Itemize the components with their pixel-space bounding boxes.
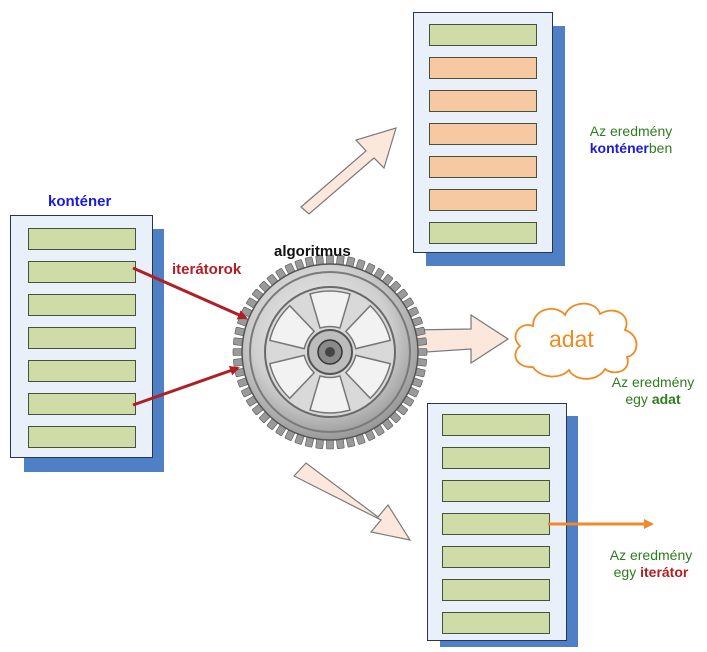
algorithm-label: algoritmus (274, 243, 351, 260)
result-container-cell (429, 156, 537, 178)
result-data-caption-line2: egy adat (603, 391, 703, 408)
iterator-arrow-2 (132, 365, 240, 407)
block-arrow-to-iterator (293, 462, 412, 541)
source-cell (28, 360, 136, 382)
result-iterator-cell (442, 414, 550, 436)
source-container-title: konténer (48, 193, 112, 210)
data-cloud-label: adat (549, 326, 594, 352)
result-container-cell (429, 24, 537, 46)
result-iterator-cell (442, 612, 550, 634)
result-container-cell (429, 189, 537, 211)
iterators-label: iterátorok (172, 261, 242, 278)
result-container-cell (429, 222, 537, 244)
result-container-cell (429, 57, 537, 79)
result-container-cell (429, 90, 537, 112)
result-container-word: konténer (589, 140, 649, 156)
source-cell (28, 228, 136, 250)
result-container-cell (429, 123, 537, 145)
result-container-caption-line2: konténerben (576, 140, 686, 157)
result-iterator-prefix: egy (613, 564, 641, 580)
source-cell (28, 294, 136, 316)
result-iterator-caption-line2: egy iterátor (596, 564, 706, 581)
result-iterator-cell (442, 579, 550, 601)
result-iterator-cell (442, 480, 550, 502)
result-iterator-cell (442, 546, 550, 568)
source-cell (28, 261, 136, 283)
result-container-caption-line1: Az eredmény (589, 123, 673, 139)
result-iterator-word: iterátor (640, 564, 689, 580)
result-data-caption: Az eredmény egy adat (603, 374, 703, 408)
source-cell (28, 327, 136, 349)
result-iterator-container (427, 403, 567, 641)
iterator-arrow-1 (132, 266, 248, 320)
result-iterator-caption-line1: Az eredmény (609, 547, 693, 563)
result-iterator-cell (442, 447, 550, 469)
result-container-caption: Az eredmény konténerben (576, 123, 686, 157)
gear-icon (232, 254, 428, 450)
result-data-caption-line1: Az eredmény (611, 374, 695, 390)
result-iterator-caption: Az eredmény egy iterátor (596, 547, 706, 581)
source-cell (28, 426, 136, 448)
data-cloud (514, 302, 638, 380)
source-container (10, 215, 153, 458)
result-container (413, 12, 553, 253)
result-data-word: adat (651, 391, 681, 407)
result-data-prefix: egy (625, 391, 652, 407)
block-arrow-to-container (300, 127, 397, 215)
result-container-suffix: ben (648, 140, 673, 156)
